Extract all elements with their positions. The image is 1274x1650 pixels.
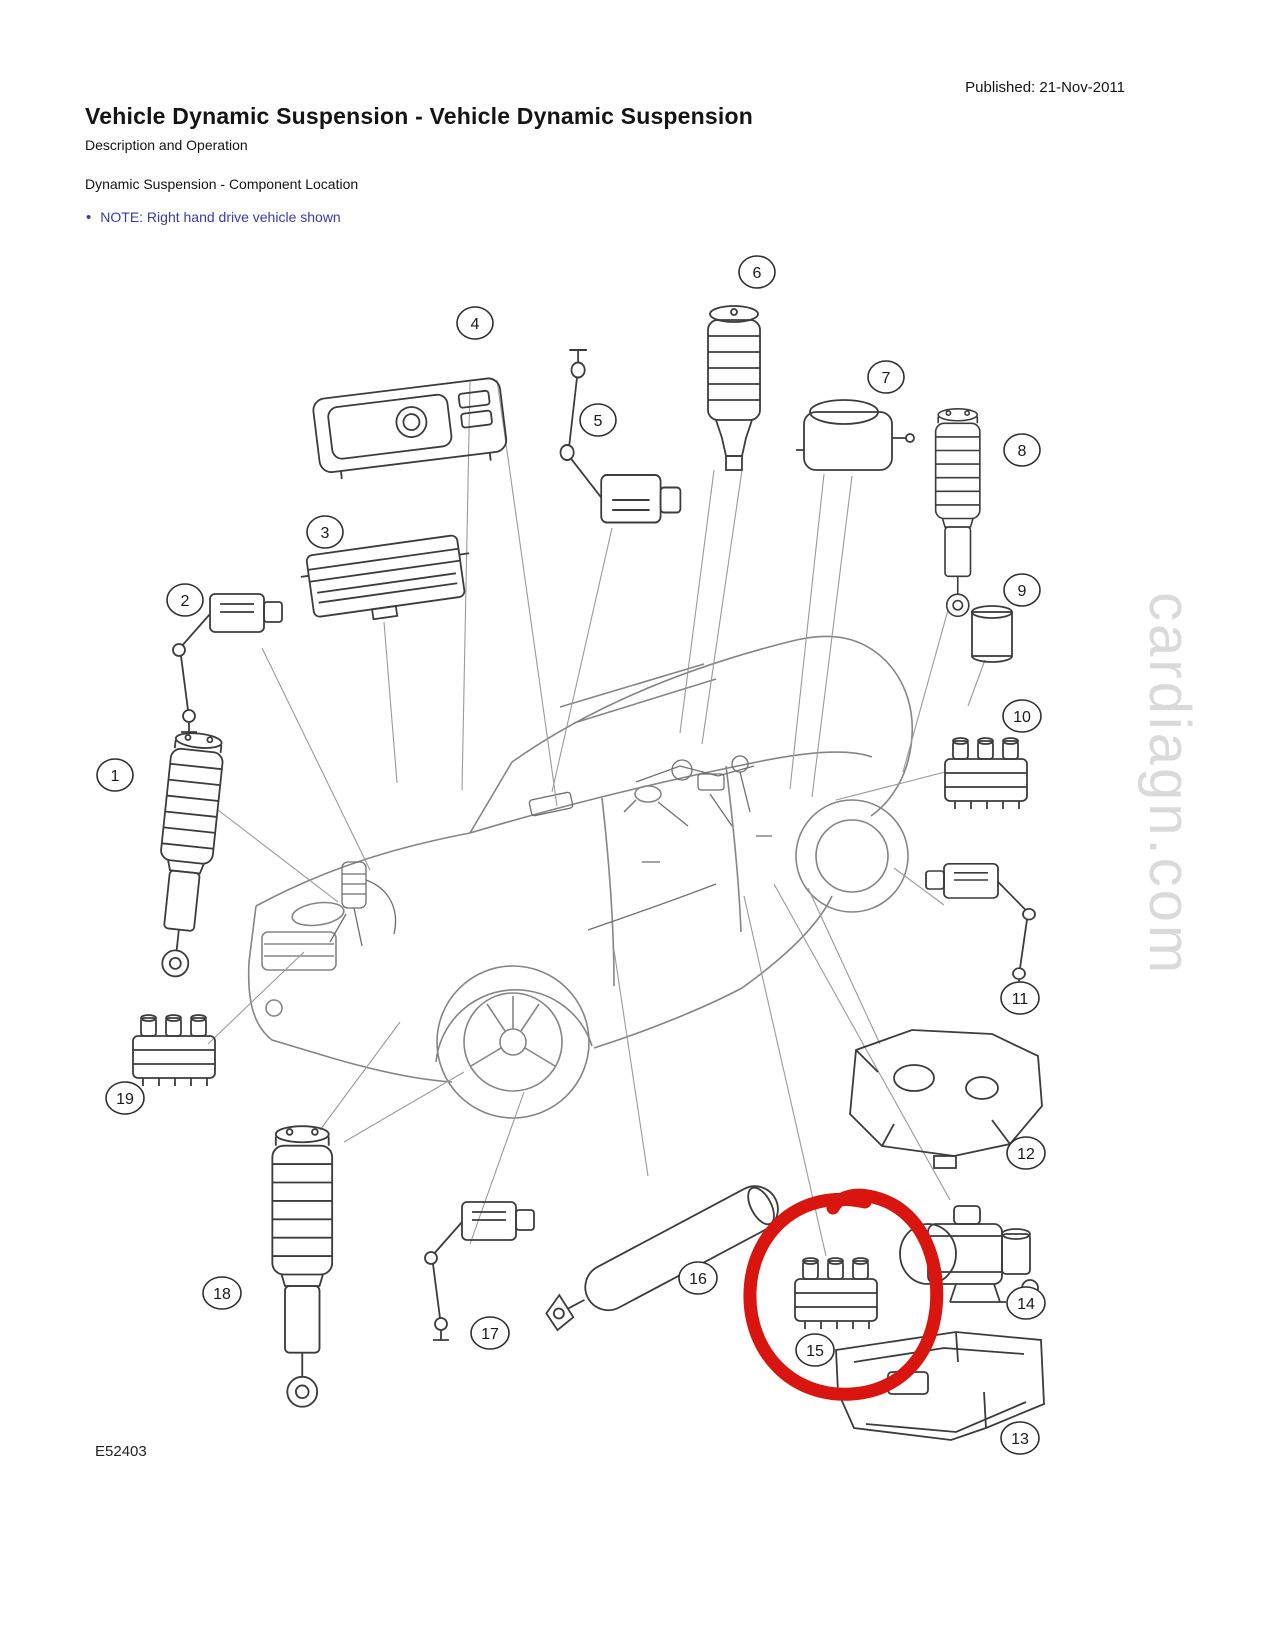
component-15-valve-block: [794, 1257, 878, 1330]
component-18-front-air-spring-damper: [271, 1125, 334, 1408]
note-bullet: •: [86, 209, 92, 226]
callout-8: 8: [1003, 433, 1041, 467]
component-1-front-air-spring: [147, 730, 227, 980]
callout-4: 4: [456, 306, 494, 340]
callout-18: 18: [202, 1276, 242, 1310]
callout-9-label: 9: [1018, 583, 1027, 600]
callout-5: 5: [579, 403, 617, 437]
callout-1-label: 1: [111, 768, 120, 785]
callout-7: 7: [867, 360, 905, 394]
component-3-suspension-module: [300, 534, 470, 621]
component-8-rear-air-spring-damper: [934, 408, 981, 618]
component-5-height-sensor: [559, 349, 682, 524]
callout-17: 17: [470, 1316, 510, 1350]
callout-13-label: 13: [1011, 1431, 1029, 1448]
callout-8-label: 8: [1018, 443, 1027, 460]
callout-2: 2: [166, 583, 204, 617]
callout-16-label: 16: [689, 1271, 707, 1288]
callout-12-label: 12: [1017, 1146, 1035, 1163]
section-heading: Dynamic Suspension - Component Location: [85, 176, 359, 192]
callout-11: 11: [1000, 981, 1040, 1015]
callout-6-label: 6: [753, 265, 762, 282]
callout-3: 3: [306, 515, 344, 549]
callout-10-label: 10: [1013, 709, 1031, 726]
component-19-valve-block: [132, 1014, 216, 1087]
callout-10: 10: [1002, 699, 1042, 733]
callout-11-label: 11: [1012, 991, 1029, 1008]
callout-3-label: 3: [321, 525, 330, 542]
component-12-subframe-bracket: [849, 1029, 1043, 1169]
callout-14-label: 14: [1017, 1296, 1035, 1313]
callout-4-label: 4: [471, 316, 480, 333]
published-date: Published: 21-Nov-2011: [965, 79, 1125, 96]
component-4-switch-pack: [312, 377, 508, 480]
note-line: • NOTE: Right hand drive vehicle shown: [86, 209, 341, 226]
callout-2-label: 2: [181, 593, 190, 610]
component-7-reservoir: [796, 399, 915, 471]
callout-18-label: 18: [213, 1286, 231, 1303]
component-14-air-compressor: [899, 1205, 1039, 1303]
vehicle-internal-parts: [329, 755, 755, 947]
callout-5-label: 5: [594, 413, 603, 430]
vehicle-outline: [247, 635, 914, 1119]
callout-6: 6: [738, 255, 776, 289]
component-11-height-sensor: [925, 862, 1036, 989]
page-subtitle: Description and Operation: [85, 137, 248, 153]
red-highlight-annotation: [743, 1188, 944, 1401]
callout-9: 9: [1003, 573, 1041, 607]
component-9-accumulator: [971, 605, 1013, 663]
callout-19: 19: [105, 1081, 145, 1115]
note-text: NOTE: Right hand drive vehicle shown: [100, 209, 341, 225]
leader-lines: [207, 379, 986, 1257]
component-10-valve-block: [944, 737, 1028, 810]
callout-14: 14: [1006, 1286, 1046, 1320]
callouts: 1 2 3 4 5 6 7 8 9 10 11 12 13 14 15 16 1…: [96, 255, 1046, 1455]
callout-16: 16: [678, 1261, 718, 1295]
watermark: cardiagn.com: [1137, 592, 1202, 976]
callout-1: 1: [96, 758, 134, 792]
components: [132, 305, 1045, 1441]
callout-15: 15: [795, 1333, 835, 1367]
callout-19-label: 19: [116, 1091, 134, 1108]
figure-code: E52403: [95, 1443, 147, 1460]
callout-13: 13: [1000, 1421, 1040, 1455]
callout-15-label: 15: [806, 1343, 824, 1360]
callout-12: 12: [1006, 1136, 1046, 1170]
callout-7-label: 7: [882, 370, 891, 387]
page-title: Vehicle Dynamic Suspension - Vehicle Dyn…: [85, 103, 754, 129]
component-6-rear-air-spring: [707, 305, 761, 471]
callout-17-label: 17: [481, 1326, 499, 1343]
